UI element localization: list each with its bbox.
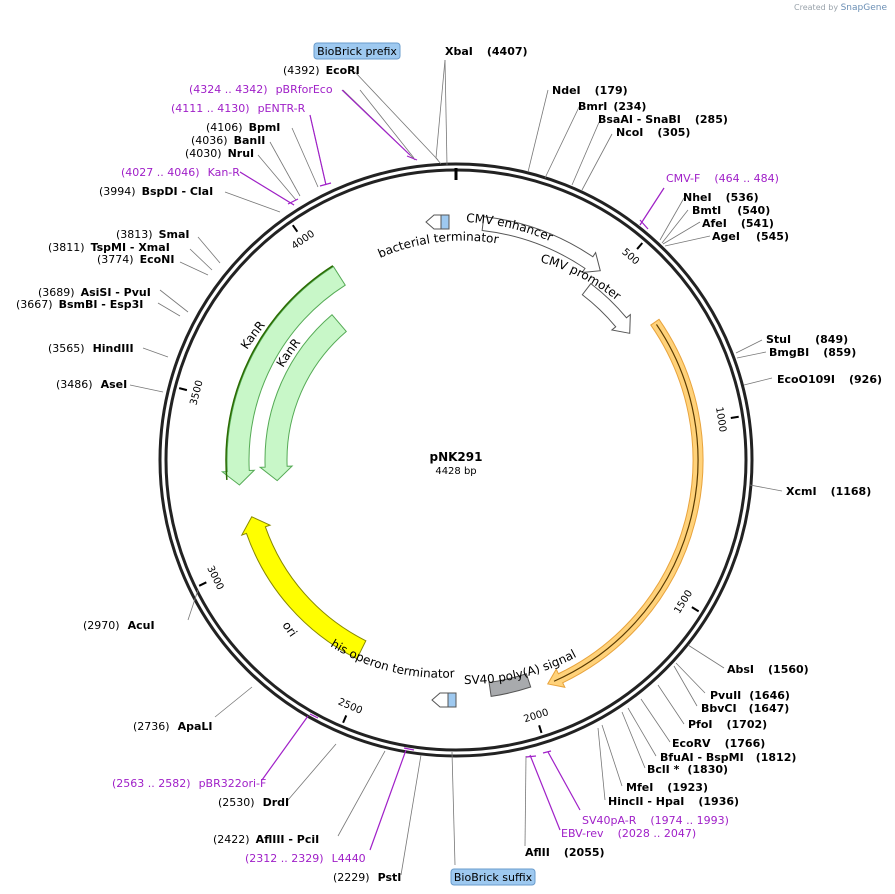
site-pfoi[interactable]: PfoI(1702) <box>688 718 767 731</box>
tick-mark-2000 <box>538 724 543 734</box>
site-ecorv[interactable]: EcoRV(1766) <box>672 737 765 750</box>
site-nrui[interactable]: (4030)NruI <box>185 147 254 160</box>
site-xcmi[interactable]: XcmI(1168) <box>786 485 871 498</box>
feature-cds-line <box>553 324 699 682</box>
site-asei[interactable]: (3486)AseI <box>56 378 127 391</box>
site-ecori[interactable]: (4392)EcoRI <box>283 64 360 77</box>
primer-l4440[interactable]: (2312 .. 2329)L4440 <box>245 852 366 865</box>
site-banii[interactable]: (4036)BanII <box>191 134 265 147</box>
feature-kanr-5[interactable] <box>220 265 346 486</box>
tick-label-3000: 3000 <box>204 564 225 592</box>
biobrick-prefix-badge[interactable]: BioBrick prefix <box>313 42 401 60</box>
watermark-brand: SnapGene <box>840 3 887 13</box>
tick-layer: 500 1000 1500 2000 2500 3000 3500 4000 <box>178 224 739 734</box>
site-bspdi-clai[interactable]: (3994)BspDI - ClaI <box>99 185 213 198</box>
site-ecoo109i[interactable]: EcoO109I(926) <box>777 373 882 386</box>
site-bfuai-bspmi[interactable]: BfuAI - BspMI(1812) <box>660 751 796 764</box>
site-bbvci[interactable]: BbvCI(1647) <box>701 702 789 715</box>
tick-mark-2500 <box>342 715 348 724</box>
feature-kanr-6[interactable] <box>258 314 347 482</box>
feature-cmv-enhancer-0[interactable] <box>481 216 601 274</box>
site-smai[interactable]: (3813)SmaI <box>116 228 189 241</box>
bacterial-terminator-mark <box>425 214 450 230</box>
site-stui[interactable]: StuI(849) <box>766 333 848 346</box>
site-econi[interactable]: (3774)EcoNI <box>97 253 174 266</box>
site-psti[interactable]: (2229)PstI <box>333 871 401 884</box>
site-asisi-pvui[interactable]: (3689)AsiSI - PvuI <box>38 286 151 299</box>
site-bpmi[interactable]: (4106)BpmI <box>206 121 280 134</box>
tick-label-1500: 1500 <box>672 588 695 615</box>
tick-label-3500: 3500 <box>189 379 206 406</box>
tick-label-1000: 1000 <box>713 406 728 433</box>
site-bcli[interactable]: BclI *(1830) <box>647 763 728 776</box>
site-nhei[interactable]: NheI(536) <box>683 191 759 204</box>
primer-cmv-f[interactable]: CMV-F(464 .. 484) <box>666 172 779 185</box>
site-bsaai-snabi[interactable]: BsaAI - SnaBI(285) <box>598 113 728 126</box>
site-afliii-pcii[interactable]: (2422)AflIII - PciI <box>213 833 319 846</box>
his-operon-terminator-mark <box>431 692 457 708</box>
feature-cds-2[interactable] <box>546 318 704 688</box>
tick-mark-3000 <box>198 581 207 587</box>
primer-pbrforeco[interactable]: (4324 .. 4342)pBRforEco <box>189 83 333 96</box>
site-aflii[interactable]: AflII(2055) <box>525 846 605 859</box>
biobrick-suffix-label: BioBrick suffix <box>454 871 533 884</box>
features-layer <box>220 216 704 697</box>
site-apali[interactable]: (2736)ApaLI <box>133 720 213 733</box>
tick-mark-3500 <box>178 387 188 392</box>
primer-kan-r[interactable]: (4027 .. 4046)Kan-R <box>121 166 240 179</box>
feature-label-ori: ori <box>280 619 300 640</box>
backbone-outer-ring <box>158 162 754 758</box>
site-ncoi[interactable]: NcoI(305) <box>616 126 690 139</box>
feature-cmv-promoter-1[interactable] <box>581 282 631 334</box>
tick-label-500: 500 <box>619 247 641 268</box>
site-xbai[interactable]: XbaI(4407) <box>445 45 528 58</box>
tick-mark-1000 <box>730 415 739 419</box>
site-bsmbi-esp3i[interactable]: (3667)BsmBI - Esp3I <box>16 298 143 311</box>
site-bmgbi[interactable]: BmgBI(859) <box>769 346 856 359</box>
site-absi[interactable]: AbsI(1560) <box>727 663 809 676</box>
site-afei[interactable]: AfeI(541) <box>702 217 774 230</box>
tick-mark-1500 <box>691 606 700 613</box>
feature-kanr-outline <box>225 265 334 480</box>
primer-pbr322ori-f[interactable]: (2563 .. 2582)pBR322ori-F <box>112 777 266 790</box>
primer-markers <box>239 89 665 851</box>
primer-pentr-r[interactable]: (4111 .. 4130)pENTR-R <box>171 102 306 115</box>
site-mfei[interactable]: MfeI(1923) <box>626 781 708 794</box>
site-bmri[interactable]: BmrI(234) <box>578 100 646 113</box>
plasmid-name: pNK291 <box>430 450 483 464</box>
tick-mark-500 <box>636 242 644 250</box>
site-labels: XbaI(4407) (4392)EcoRI NdeI(179) BmrI(23… <box>16 45 882 884</box>
site-drdi[interactable]: (2530)DrdI <box>218 796 289 809</box>
feature-ori-4[interactable] <box>240 516 367 660</box>
tick-label-2000: 2000 <box>522 707 550 725</box>
site-pvuii[interactable]: PvuII(1646) <box>710 689 790 702</box>
primer-ebv-rev[interactable]: EBV-rev(2028 .. 2047) <box>561 827 696 840</box>
biobrick-prefix-label: BioBrick prefix <box>317 45 397 58</box>
site-ndei[interactable]: NdeI(179) <box>552 84 628 97</box>
watermark-prefix: Created by <box>794 3 839 12</box>
site-hincii-hpai[interactable]: HincII - HpaI(1936) <box>608 795 739 808</box>
feature-sv40-polya[interactable] <box>488 673 532 697</box>
feature-label-bacterial-terminator: bacterial terminator <box>376 230 500 261</box>
site-hindiii[interactable]: (3565)HindIII <box>48 342 134 355</box>
snapgene-watermark: Created by SnapGene <box>794 3 887 13</box>
tick-label-4000: 4000 <box>290 229 317 253</box>
leader-lines <box>129 59 783 876</box>
primer-sv40pa-r[interactable]: SV40pA-R(1974 .. 1993) <box>582 814 729 827</box>
tick-mark-4000 <box>291 224 299 233</box>
site-agei[interactable]: AgeI(545) <box>712 230 789 243</box>
tick-label-2500: 2500 <box>336 697 364 717</box>
biobrick-suffix-badge[interactable]: BioBrick suffix <box>450 868 536 886</box>
site-acui[interactable]: (2970)AcuI <box>83 619 155 632</box>
plasmid-length: 4428 bp <box>435 466 476 477</box>
site-tspmi-xmai[interactable]: (3811)TspMI - XmaI <box>48 241 170 254</box>
site-bmti[interactable]: BmtI(540) <box>692 204 770 217</box>
